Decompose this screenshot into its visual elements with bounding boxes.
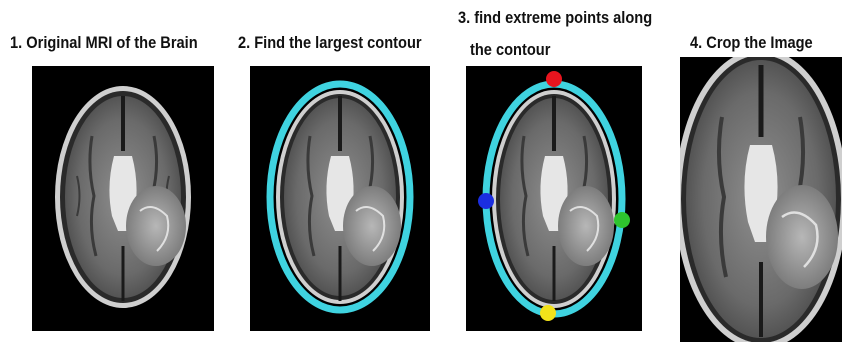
step-2-title: 2. Find the largest contour [238,33,422,53]
brain-mri-svg [32,66,214,331]
cropped-mri-image [680,57,842,342]
brain-extreme-points-svg [466,66,642,331]
step-1-title: 1. Original MRI of the Brain [10,33,198,53]
largest-contour-image [250,66,430,331]
top-extreme-point [546,71,562,87]
bottom-extreme-point [540,305,556,321]
brain-cropped-svg [680,57,842,342]
step-3-title-line2: the contour [470,40,550,60]
step-4-title: 4. Crop the Image [690,33,813,53]
brain-contour-svg [250,66,430,331]
step-3-title-line1: 3. find extreme points along [458,8,652,28]
extreme-points-image [466,66,642,331]
right-extreme-point [614,212,630,228]
original-mri-image [32,66,214,331]
left-extreme-point [478,193,494,209]
